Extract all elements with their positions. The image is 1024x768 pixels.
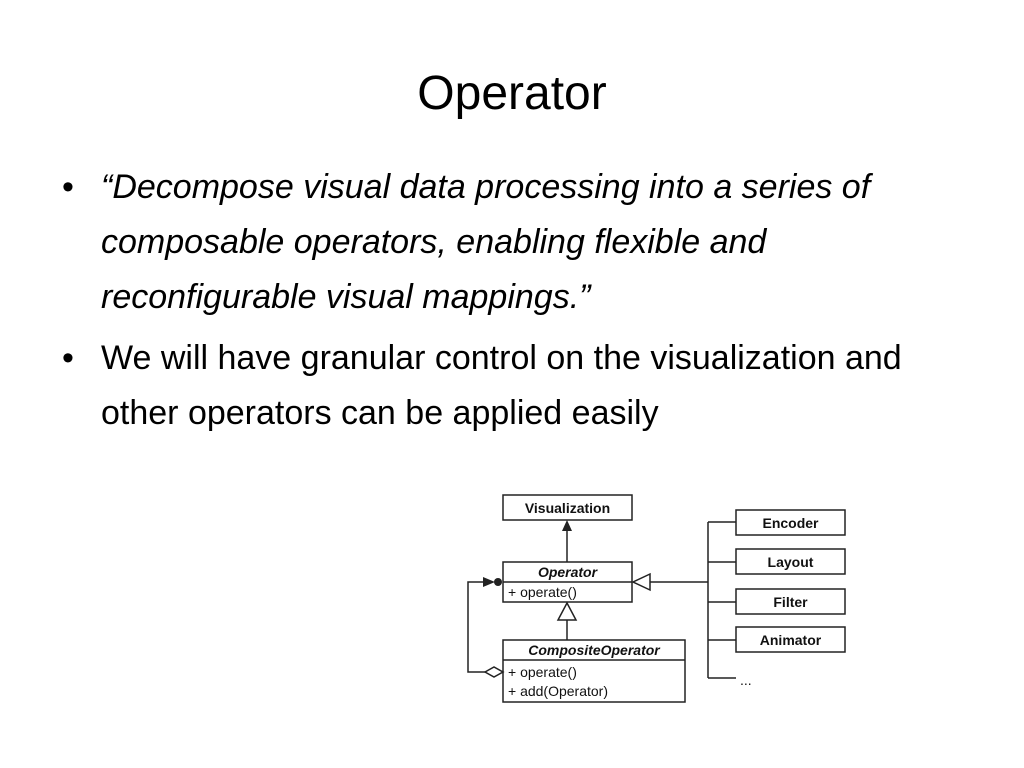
composite-method: + operate() xyxy=(508,664,577,680)
filled-arrow-icon xyxy=(483,577,495,587)
encoder-box xyxy=(735,509,846,536)
operator-label: Operator xyxy=(538,564,599,580)
bullet-dot-icon: • xyxy=(62,168,74,206)
filter-label: Filter xyxy=(773,594,808,610)
bullet-item: • We will have granular control on the v… xyxy=(58,331,978,441)
uml-class-diagram: Visualization Operator + operate() Compo… xyxy=(467,494,846,703)
bullet-text: We will have granular control on the vis… xyxy=(101,339,902,432)
slide-title: Operator xyxy=(417,67,607,120)
visualization-label: Visualization xyxy=(525,500,610,516)
ellipsis-label: ... xyxy=(740,672,752,688)
association-arrow-icon xyxy=(562,520,572,531)
filter-box xyxy=(735,588,846,615)
encoder-label: Encoder xyxy=(762,515,819,531)
composite-method: + add(Operator) xyxy=(508,683,608,699)
bullet-list: • “Decompose visual data processing into… xyxy=(58,160,978,447)
inheritance-triangle-icon xyxy=(556,601,578,621)
composite-operator-box xyxy=(502,639,686,703)
visualization-box xyxy=(502,494,633,521)
operator-method: + operate() xyxy=(508,584,577,600)
bullet-dot-icon: • xyxy=(62,339,74,377)
inheritance-triangle-icon xyxy=(631,572,651,592)
aggregation-dot-icon xyxy=(494,578,502,586)
bullet-item: • “Decompose visual data processing into… xyxy=(58,160,978,325)
animator-box xyxy=(735,626,846,653)
animator-label: Animator xyxy=(760,632,822,648)
layout-box xyxy=(735,548,846,575)
aggregation-diamond-icon xyxy=(483,666,505,678)
bullet-text: “Decompose visual data processing into a… xyxy=(101,168,871,316)
layout-label: Layout xyxy=(768,554,814,570)
composite-operator-label: CompositeOperator xyxy=(528,642,661,658)
